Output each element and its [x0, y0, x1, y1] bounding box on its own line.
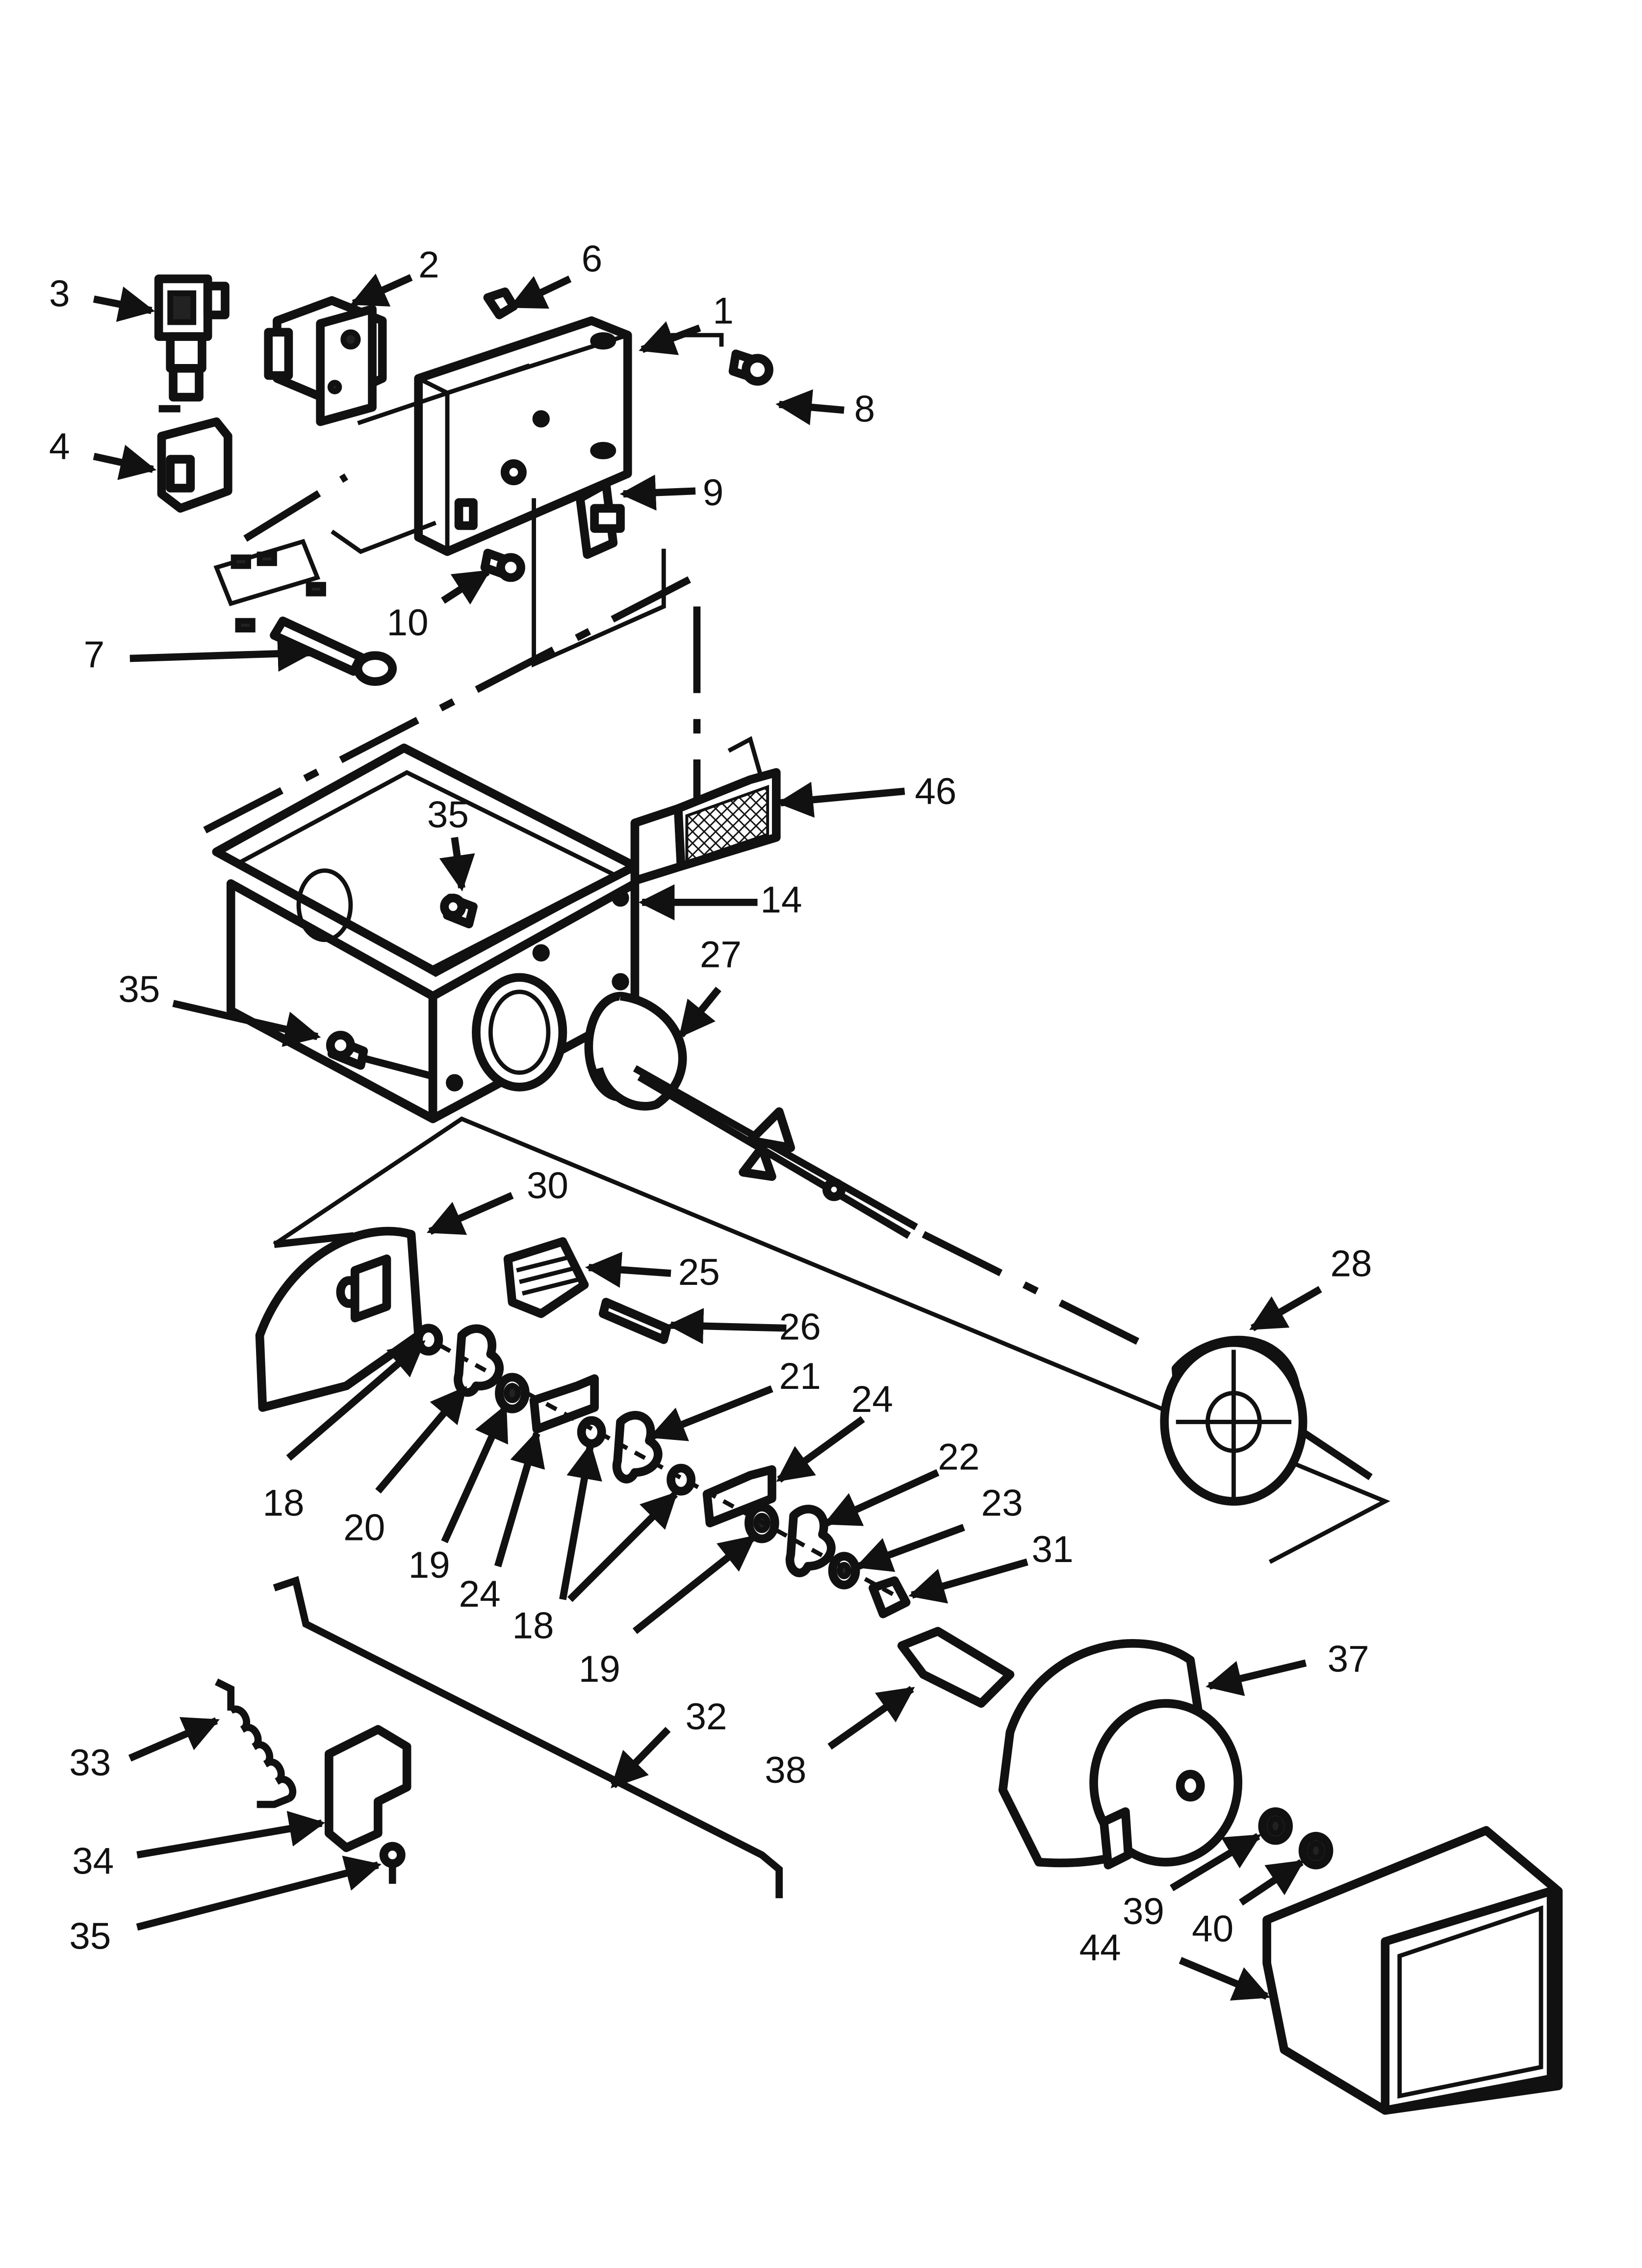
part-30-plate: [255, 1226, 423, 1412]
part-44-cover: [1262, 1826, 1563, 2115]
part-train: [414, 1324, 911, 1618]
part-46-basket: [630, 736, 781, 886]
callout-31: 31: [1032, 1529, 1074, 1570]
callout-37: 37: [1328, 1638, 1369, 1680]
part-40-washer: [1298, 1831, 1334, 1870]
part-4-bracket: [157, 417, 232, 513]
callout-18a: 18: [262, 1483, 304, 1524]
callout-23: 23: [981, 1483, 1023, 1524]
callout-25: 25: [678, 1251, 720, 1293]
callout-19b: 19: [579, 1648, 620, 1690]
callout-18b: 18: [512, 1605, 554, 1647]
callout-2: 2: [418, 244, 439, 286]
part-39-washer: [1258, 1807, 1293, 1845]
part-37-motor-housing: [998, 1639, 1243, 1870]
callout-labels: 1 2 3 4 6 7 8 9 10 14 18 18 19 19 20 21 …: [49, 238, 1372, 1969]
callout-44: 44: [1079, 1927, 1121, 1969]
callout-38: 38: [765, 1749, 806, 1791]
callout-30: 30: [527, 1165, 568, 1206]
callout-27: 27: [700, 934, 742, 976]
callout-1: 1: [713, 290, 734, 332]
callout-8: 8: [854, 389, 875, 430]
part-3-solenoid: [154, 274, 230, 413]
callout-24a: 24: [459, 1573, 501, 1615]
callout-9: 9: [703, 472, 724, 514]
callout-24b: 24: [851, 1379, 893, 1420]
part-25-blade: [503, 1237, 589, 1318]
part-1-housing: [331, 316, 632, 556]
callout-28: 28: [1331, 1243, 1372, 1284]
guide-lines-lower: [273, 1116, 1390, 1564]
part-35-screw-c: [379, 1842, 406, 1884]
part-14-bucket: [212, 743, 640, 1123]
part-32-rod: [273, 1576, 783, 1899]
part-10-screw: [480, 548, 525, 582]
callout-34: 34: [72, 1840, 114, 1882]
callout-3: 3: [49, 273, 70, 314]
callout-7: 7: [84, 634, 105, 676]
part-28-drum: [1160, 1335, 1308, 1506]
part-26-pin: [598, 1298, 671, 1344]
callout-26: 26: [779, 1306, 821, 1348]
callout-19a: 19: [409, 1544, 450, 1586]
callout-35b: 35: [118, 968, 160, 1010]
part-9-bracket: [575, 479, 625, 559]
callout-6: 6: [582, 238, 603, 280]
leader-arrows: [93, 273, 1322, 2001]
callout-40: 40: [1192, 1908, 1233, 1950]
callout-4: 4: [49, 426, 70, 468]
callout-33: 33: [69, 1742, 111, 1784]
part-8-screw: [728, 349, 773, 386]
part-2-motor: [264, 296, 387, 426]
callout-46: 46: [915, 771, 956, 812]
callout-10: 10: [386, 602, 428, 644]
callout-22: 22: [938, 1436, 979, 1478]
callout-20: 20: [343, 1507, 385, 1549]
callout-14: 14: [760, 879, 802, 921]
callout-39: 39: [1123, 1891, 1164, 1932]
part-35-screw-a: [440, 893, 478, 929]
part-6-clip: [483, 287, 518, 319]
callout-35c: 35: [69, 1915, 111, 1957]
part-34-bracket: [324, 1725, 411, 1852]
part-33-spring: [215, 1678, 297, 1808]
callout-32: 32: [685, 1696, 727, 1738]
callout-35a: 35: [427, 794, 469, 835]
part-7-thermostat: [213, 539, 397, 686]
callout-21: 21: [779, 1356, 821, 1397]
part-27-auger: [584, 991, 918, 1239]
part-35-screw-b: [326, 1031, 431, 1079]
part-38-clip: [897, 1627, 1015, 1708]
